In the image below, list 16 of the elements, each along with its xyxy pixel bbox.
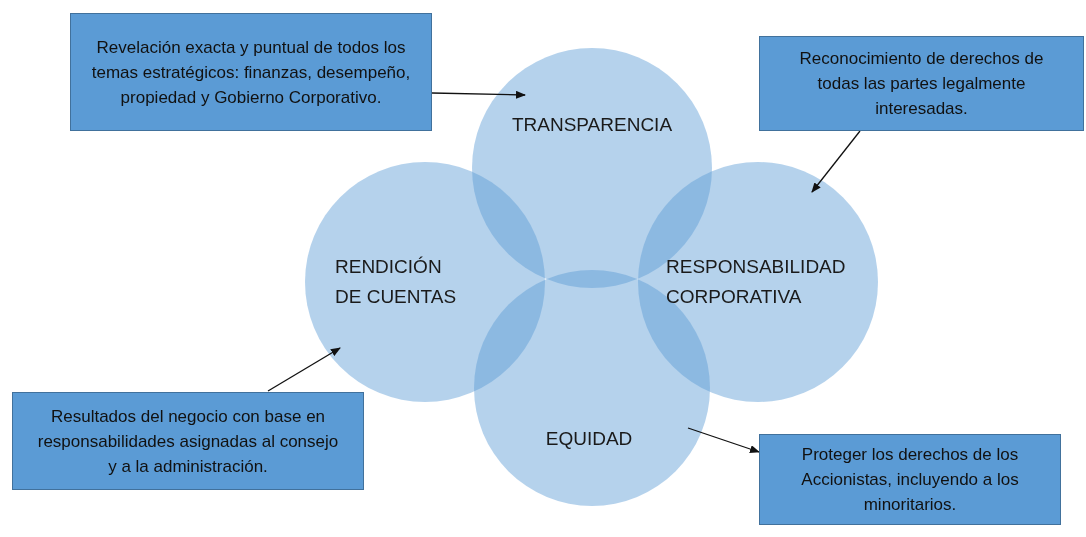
box-text: Reconocimiento de derechos de todas las partes legalmente interesadas. [798,48,1045,120]
circle-label: RENDICIÓN DE CUENTAS [335,255,458,309]
circle-label: EQUIDAD [544,427,634,451]
box-text: Resultados del negocio con base en responsabilidades asignadas al consejo y a la administración. [36,405,340,478]
text-box [759,36,1084,131]
box-text: Revelación exacta y puntual de todos los temas estratégicos: finanzas, desempeño, propiedad y Gobierno Corporativo. [91,36,411,109]
text-box [759,434,1061,525]
circle-label: RESPONSABILIDAD CORPORATIVA [666,255,847,309]
arrow [267,347,341,392]
arrow [811,130,861,193]
arrow [687,427,760,453]
circle-label: TRANSPARENCIA [510,113,674,137]
box-text: Proteger los derechos de los Accionistas, incluyendo a los minoritarios. [800,444,1020,516]
arrow [431,90,526,99]
text-box [12,392,364,490]
text-box [70,13,432,131]
